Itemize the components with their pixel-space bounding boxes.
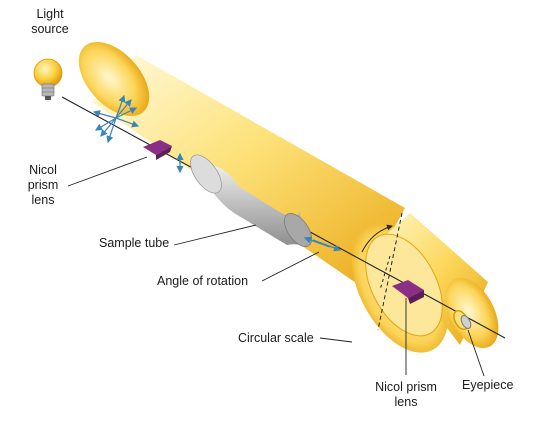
label-angle-of-rotation: Angle of rotation [157, 274, 249, 288]
unpolarized-light-arrows [92, 94, 140, 144]
rotation-arrow [303, 236, 342, 252]
label-sample-tube: Sample tube [99, 236, 170, 250]
sample-tube [190, 154, 313, 247]
label-light-source-line2: source [31, 22, 69, 36]
label-light-source: Light source [28, 7, 72, 37]
label-nicol-prism-right-line2: lens [394, 395, 418, 409]
nicol-prism-right [392, 280, 424, 304]
label-nicol-prism-left-line1: Nicol [29, 163, 57, 177]
main-tube [78, 41, 405, 287]
label-nicol-prism-left-line3: lens [31, 193, 55, 207]
label-nicol-prism-right-line1: Nicol prism [375, 380, 437, 394]
leader-lines [67, 156, 485, 377]
label-eyepiece: Eyepiece [462, 378, 514, 392]
nicol-prism-left [143, 140, 184, 174]
label-light-source-line1: Light [36, 7, 64, 21]
label-nicol-prism-left-line2: prism [27, 178, 59, 192]
light-bulb-icon [33, 58, 63, 100]
label-circular-scale: Circular scale [238, 331, 314, 345]
label-nicol-prism-left: Nicol prism lens [20, 163, 66, 208]
angle-indicator [361, 212, 403, 331]
label-nicol-prism-right: Nicol prism lens [366, 380, 446, 410]
eyepiece-lens [453, 309, 472, 331]
